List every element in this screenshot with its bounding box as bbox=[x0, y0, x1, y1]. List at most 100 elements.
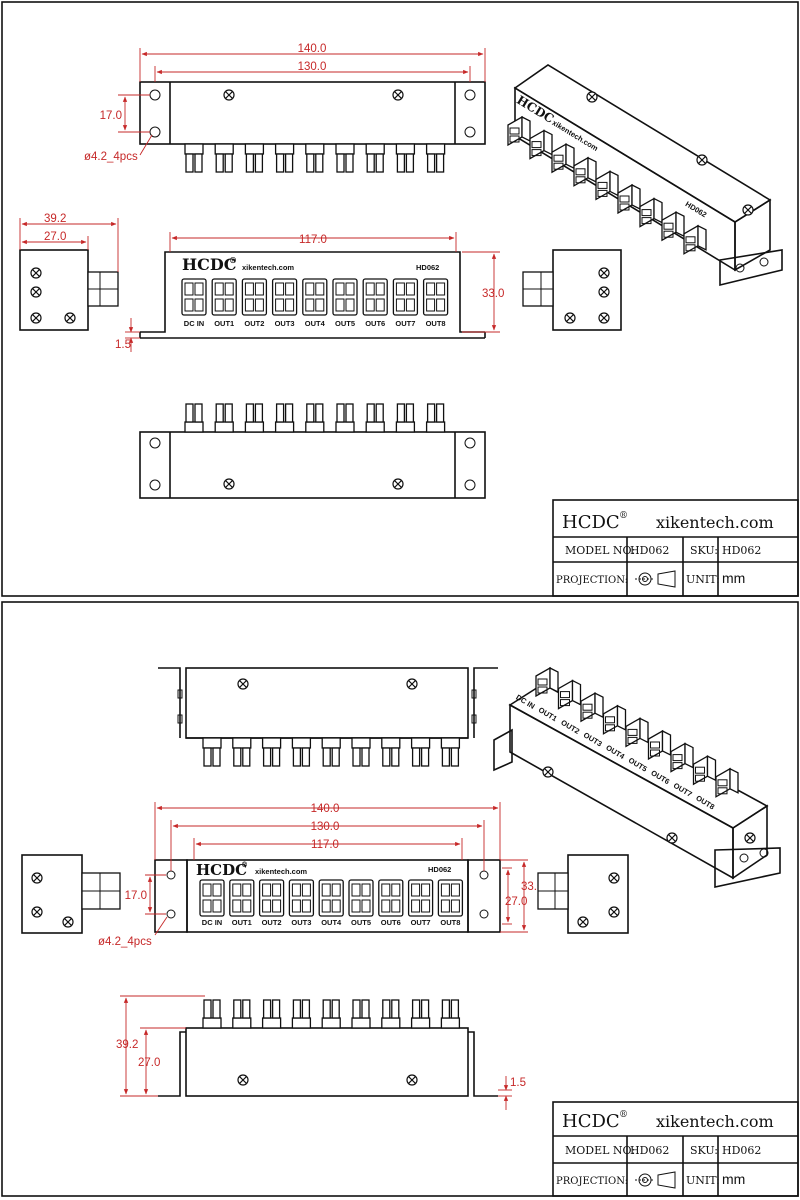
anderson-port bbox=[318, 879, 344, 917]
connector-plug bbox=[351, 737, 371, 767]
projection-symbol-icon bbox=[635, 1171, 676, 1189]
port-label: OUT1 bbox=[214, 319, 234, 328]
dim2-hole-offset: 17.0 bbox=[125, 890, 147, 902]
connector-plug bbox=[440, 737, 461, 767]
dim2-side-inner: 27.0 bbox=[138, 1057, 160, 1069]
port-label: OUT8 bbox=[426, 319, 446, 328]
sheet-1: 140.0 130.0 17.0 ø4.2_4pcs 39.2 bbox=[1, 1, 799, 597]
port-label: OUT4 bbox=[305, 319, 326, 328]
connector-plug bbox=[351, 999, 371, 1029]
tb2-unit-value: mm bbox=[722, 1171, 745, 1187]
iso-connector bbox=[683, 224, 707, 255]
connector-plug bbox=[232, 999, 252, 1029]
connector-plug bbox=[274, 143, 295, 173]
iso-connector bbox=[507, 115, 531, 147]
tb2-model-label: MODEL NO: bbox=[565, 1144, 635, 1157]
tb2-website: xikentech.com bbox=[656, 1112, 774, 1131]
port-label: OUT4 bbox=[321, 918, 342, 927]
panel-website: xikentech.com bbox=[242, 263, 294, 272]
connector-plug bbox=[321, 999, 341, 1029]
sheet-1-border bbox=[1, 1, 799, 597]
anderson-port bbox=[437, 879, 464, 917]
tb-projection-label: PROJECTION: bbox=[556, 575, 628, 586]
connector-plug bbox=[381, 737, 401, 767]
port-label: OUT2 bbox=[262, 918, 282, 927]
connector-plug bbox=[335, 403, 355, 433]
connector-plug bbox=[335, 143, 355, 173]
anderson-port bbox=[241, 278, 268, 316]
connector-plug bbox=[232, 737, 252, 767]
dim2-hole-spacing: 130.0 bbox=[311, 821, 340, 833]
dim-hole-spacing: 130.0 bbox=[298, 61, 327, 73]
dim-hole-offset: 17.0 bbox=[100, 110, 122, 122]
tb-registered: ® bbox=[619, 511, 628, 521]
sheet1-side-left: 39.2 27.0 bbox=[19, 213, 119, 331]
connector-plug bbox=[305, 403, 325, 433]
dim-overall-length: 140.0 bbox=[298, 43, 327, 55]
anderson-port bbox=[229, 879, 255, 917]
connector-plug bbox=[305, 143, 325, 173]
port-label: DC IN bbox=[202, 918, 222, 927]
port-label: OUT8 bbox=[440, 918, 460, 927]
port-label: OUT5 bbox=[351, 918, 371, 927]
connector-plug bbox=[184, 403, 204, 433]
anderson-port bbox=[348, 879, 374, 917]
port-label: OUT3 bbox=[275, 319, 295, 328]
connector-plug bbox=[365, 403, 385, 433]
port-label: OUT2 bbox=[244, 319, 264, 328]
anderson-port bbox=[302, 278, 328, 316]
connector-plug bbox=[291, 999, 312, 1029]
connector-plug bbox=[365, 143, 385, 173]
sheet1-iso-view: HCDC xikentech.com HD062 bbox=[507, 64, 783, 287]
dim2-overall-length: 140.0 bbox=[311, 803, 340, 815]
sheet1-top-view bbox=[139, 81, 486, 173]
anderson-port bbox=[378, 879, 404, 917]
iso-connector bbox=[661, 211, 685, 242]
connector-plug bbox=[291, 737, 312, 767]
connector-plug bbox=[202, 737, 222, 767]
sheet1-bottom-view bbox=[139, 403, 486, 499]
port-label: DC IN bbox=[184, 319, 204, 328]
connector-plug bbox=[440, 999, 461, 1029]
panel2-registered: ® bbox=[241, 860, 248, 869]
tb-website: xikentech.com bbox=[656, 513, 774, 532]
sheet2-dims-front: 140.0 130.0 117.0 17.0 ø4.2_4pcs 27.0 33… bbox=[98, 802, 543, 948]
iso-connector: OUT8 bbox=[694, 767, 739, 811]
tb2-unit-label: UNIT: bbox=[686, 1174, 720, 1187]
port-label: OUT7 bbox=[395, 319, 415, 328]
anderson-port bbox=[288, 879, 315, 917]
panel-registered: ® bbox=[229, 255, 237, 265]
tb2-brand: HCDC bbox=[562, 1111, 620, 1132]
connector-plug bbox=[244, 403, 265, 433]
iso-port-label: OUT1 bbox=[537, 705, 559, 723]
connector-plug bbox=[381, 999, 401, 1029]
iso-port-label: DC IN bbox=[514, 693, 536, 711]
tb-model-label: MODEL NO: bbox=[565, 544, 635, 557]
sheet1-dims-top: 140.0 130.0 17.0 ø4.2_4pcs bbox=[84, 43, 486, 163]
iso-model: HD062 bbox=[684, 199, 709, 219]
dim-height: 33.0 bbox=[482, 288, 504, 300]
connector-plug bbox=[410, 999, 431, 1029]
sheet2-side-right bbox=[537, 854, 629, 934]
tb-brand: HCDC bbox=[562, 512, 620, 533]
tb2-model-value: HD062 bbox=[630, 1144, 669, 1157]
sheet2-bottom-view: 39.2 27.0 1.5 bbox=[116, 995, 526, 1110]
anderson-port bbox=[181, 278, 207, 316]
anderson-port bbox=[362, 278, 388, 316]
dim2-inner-height: 27.0 bbox=[505, 896, 527, 908]
dim2-side-depth: 39.2 bbox=[116, 1039, 138, 1051]
tb2-registered: ® bbox=[619, 1110, 628, 1120]
iso-connector: DC IN bbox=[514, 666, 559, 711]
projection-symbol-icon bbox=[635, 570, 676, 588]
anderson-port bbox=[199, 879, 225, 917]
panel2-website: xikentech.com bbox=[255, 867, 307, 876]
connector-plug bbox=[214, 143, 234, 173]
dim-side-depth: 39.2 bbox=[44, 213, 66, 225]
connector-plug bbox=[274, 403, 295, 433]
anderson-port bbox=[211, 278, 237, 316]
iso-connector bbox=[639, 197, 663, 228]
